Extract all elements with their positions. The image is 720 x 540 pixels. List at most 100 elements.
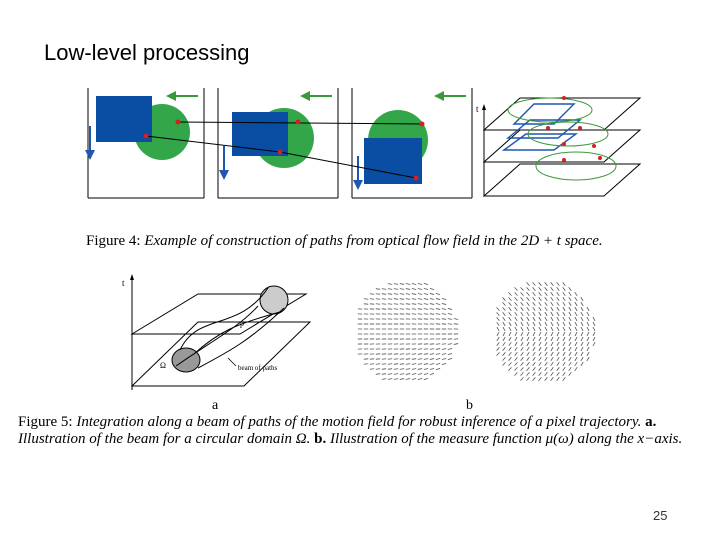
vector-mark — [556, 286, 560, 292]
vector-mark — [520, 302, 524, 306]
vector-mark — [514, 367, 518, 371]
vector-mark — [405, 298, 411, 300]
vector-mark — [556, 296, 560, 302]
vector-mark — [399, 358, 405, 360]
figure4-caption-text: Example of construction of paths from op… — [144, 233, 518, 249]
vector-mark — [423, 378, 429, 380]
vector-mark — [526, 367, 530, 371]
vector-mark — [544, 377, 548, 381]
vector-mark — [405, 373, 411, 375]
vector-mark — [574, 296, 578, 302]
vector-mark — [556, 351, 560, 357]
vector-mark — [514, 346, 518, 352]
vector-mark — [556, 356, 560, 362]
vector-mark — [405, 358, 411, 360]
vector-mark — [580, 306, 584, 312]
vector-mark — [508, 346, 512, 352]
vector-mark — [550, 377, 554, 381]
vector-mark — [435, 303, 441, 305]
vector-mark — [399, 288, 405, 290]
vector-mark — [496, 326, 500, 332]
vector-mark — [411, 358, 417, 360]
vector-mark — [508, 297, 512, 301]
vector-mark — [568, 291, 572, 297]
vector-mark — [580, 341, 584, 347]
stacked-planes-3d: t — [476, 96, 642, 197]
vector-mark — [417, 303, 423, 305]
vector-mark — [520, 331, 524, 337]
figure5a-diagram: t p Ω beam of paths — [122, 274, 312, 390]
vector-mark — [508, 316, 512, 322]
vector-mark — [550, 316, 554, 322]
vector-mark — [387, 288, 393, 290]
frame-panel-1 — [85, 88, 205, 199]
vector-mark — [423, 368, 429, 370]
figure4-caption-label: Figure 4: — [86, 233, 141, 249]
vector-mark — [538, 306, 542, 312]
vector-mark — [562, 291, 566, 297]
vector-mark — [411, 293, 417, 295]
vector-mark — [411, 368, 417, 370]
vector-mark — [387, 293, 393, 295]
vector-mark — [508, 331, 512, 337]
vector-mark — [453, 343, 459, 345]
vector-mark — [435, 298, 441, 300]
vector-mark — [405, 363, 411, 365]
figure5-caption-a: a. — [645, 414, 657, 430]
vector-mark — [405, 293, 411, 295]
vector-mark — [562, 321, 566, 327]
vector-mark — [544, 311, 548, 317]
vector-mark — [429, 348, 435, 350]
vector-mark — [453, 318, 459, 320]
vector-mark — [568, 346, 572, 352]
vector-mark — [405, 303, 411, 305]
vector-mark — [556, 377, 560, 381]
vector-mark — [369, 368, 375, 370]
vector-mark — [502, 316, 506, 322]
vector-mark — [429, 308, 435, 310]
vector-mark — [586, 331, 590, 337]
vector-mark — [399, 303, 405, 305]
vector-mark — [423, 308, 429, 310]
blue-square — [232, 112, 288, 156]
vector-mark — [538, 372, 542, 376]
vector-mark — [496, 347, 500, 351]
vector-mark — [526, 311, 530, 317]
vector-mark — [447, 343, 453, 345]
vector-mark — [580, 321, 584, 327]
vector-mark — [544, 366, 548, 372]
figure5-caption-mu: μ(ω) — [545, 431, 574, 447]
vector-mark — [387, 368, 393, 370]
vector-mark — [423, 288, 429, 290]
vector-mark — [375, 373, 381, 375]
vector-mark — [556, 282, 560, 286]
vector-mark — [399, 378, 405, 380]
vector-mark — [417, 358, 423, 360]
vector-mark — [429, 368, 435, 370]
vector-mark — [550, 341, 554, 347]
vector-mark — [556, 331, 560, 337]
vector-mark — [568, 316, 572, 322]
vector-mark — [526, 346, 530, 352]
vector-mark — [502, 312, 506, 316]
vector-mark — [393, 358, 399, 360]
vector-mark — [393, 368, 399, 370]
vector-mark — [520, 351, 524, 357]
vector-mark — [592, 326, 596, 332]
vector-mark — [556, 326, 560, 332]
vector-mark — [381, 363, 387, 365]
vector-mark — [502, 341, 506, 347]
vector-mark — [586, 336, 590, 342]
subfigure-label-b: b — [466, 398, 473, 413]
vector-mark — [387, 283, 393, 285]
vector-mark — [592, 336, 596, 342]
vector-mark — [532, 306, 536, 312]
vector-mark — [520, 336, 524, 342]
figure5-caption-part4: along the — [577, 431, 634, 447]
vector-mark — [562, 282, 566, 286]
vector-mark — [562, 326, 566, 332]
vector-mark — [423, 348, 429, 350]
t-axis-label: t — [476, 104, 479, 114]
vector-mark — [417, 373, 423, 375]
vector-mark — [526, 282, 530, 286]
